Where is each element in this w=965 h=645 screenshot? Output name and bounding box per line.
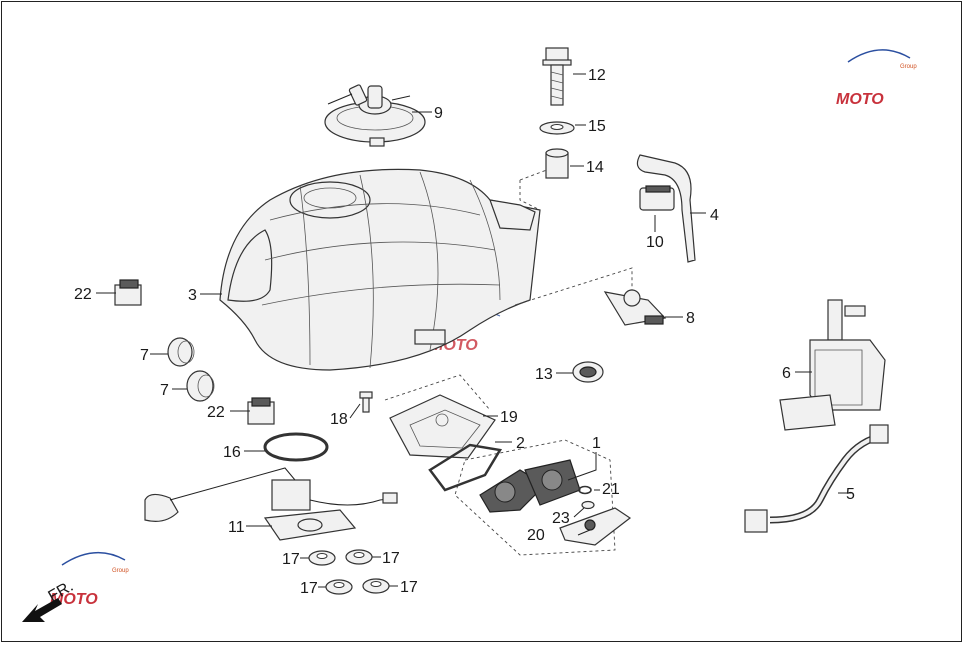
callout-17-a: 17 xyxy=(282,551,300,568)
callout-14: 14 xyxy=(586,159,604,176)
assembly-leader-lines xyxy=(384,164,633,556)
callout-11: 11 xyxy=(228,519,245,536)
nut-3 xyxy=(325,579,353,595)
damper-lower xyxy=(186,370,215,402)
callout-17-b: 17 xyxy=(382,550,400,567)
washer xyxy=(539,121,575,135)
callout-labels: 12 15 14 9 4 10 8 13 6 5 3 22 7 7 22 16 … xyxy=(74,67,855,597)
callout-17-d: 17 xyxy=(400,579,418,596)
watermark-text: MOTO xyxy=(50,591,98,608)
nut-4 xyxy=(362,578,390,594)
callout-4: 4 xyxy=(710,207,719,224)
watermark-bottom-left: MOTO Group xyxy=(50,551,129,608)
fuel-hose xyxy=(744,424,889,533)
o-ring xyxy=(263,432,329,462)
callout-9: 9 xyxy=(434,105,443,122)
callout-17-c: 17 xyxy=(300,580,318,597)
rubber-pad xyxy=(639,185,675,211)
fuel-filter xyxy=(559,507,632,546)
callout-21: 21 xyxy=(602,481,620,498)
callout-1: 1 xyxy=(592,435,601,452)
callout-8: 8 xyxy=(686,310,695,327)
fuel-tank xyxy=(219,168,541,371)
fuel-cap xyxy=(324,84,426,147)
watermark-subtext: Group xyxy=(112,568,129,574)
callout-22-upper: 22 xyxy=(74,286,92,303)
callout-10: 10 xyxy=(646,234,664,251)
pump-flange xyxy=(389,394,496,459)
screw xyxy=(359,391,373,413)
clip-upper xyxy=(114,279,142,306)
callout-6: 6 xyxy=(782,365,791,382)
callout-20: 20 xyxy=(527,527,545,544)
fuel-level-sensor xyxy=(144,467,398,541)
nut-2 xyxy=(345,549,373,565)
callout-12: 12 xyxy=(588,67,606,84)
callout-7-lower: 7 xyxy=(160,382,169,399)
retainer xyxy=(581,500,595,510)
tank-bracket xyxy=(636,154,696,263)
grommet xyxy=(572,361,604,383)
callout-16: 16 xyxy=(223,444,241,461)
nut-1 xyxy=(308,550,336,566)
callout-3: 3 xyxy=(188,287,197,304)
callout-22-lower: 22 xyxy=(207,404,225,421)
watermark-text: MOTO xyxy=(836,91,884,108)
callout-23: 23 xyxy=(552,510,570,527)
pump-module xyxy=(779,299,886,431)
mount-rubber xyxy=(603,289,667,326)
callout-19: 19 xyxy=(500,409,518,426)
callout-13: 13 xyxy=(535,366,553,383)
callout-5: 5 xyxy=(846,486,855,503)
callout-7-upper: 7 xyxy=(140,347,149,364)
callout-18: 18 xyxy=(330,411,348,428)
watermark-top-right: MOTO Group xyxy=(836,49,917,108)
fuel-pump-assembly xyxy=(479,459,581,513)
small-o-ring xyxy=(578,485,592,495)
damper-upper xyxy=(167,337,195,367)
callout-2: 2 xyxy=(516,435,525,452)
collar xyxy=(545,148,569,179)
watermark-subtext: Group xyxy=(900,64,917,70)
clip-lower xyxy=(247,397,275,425)
gasket xyxy=(428,443,503,492)
callout-leaders xyxy=(96,73,852,588)
callout-15: 15 xyxy=(588,118,606,135)
bolt xyxy=(542,47,572,106)
